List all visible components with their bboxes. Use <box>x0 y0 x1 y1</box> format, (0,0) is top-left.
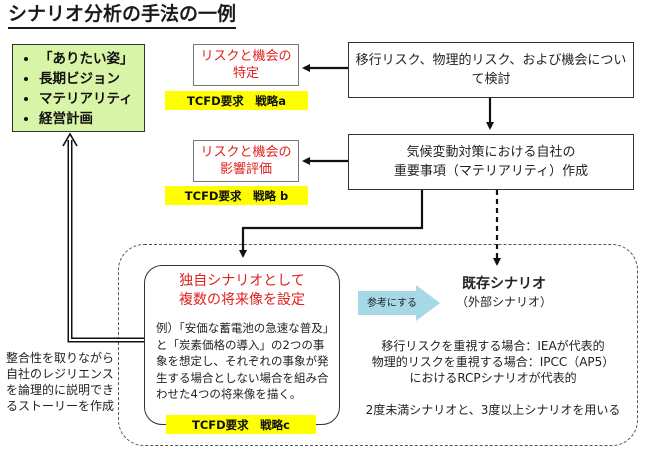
step1-tcfd-badge: TCFD要求 戦略a <box>165 91 308 110</box>
arrow-to-goals <box>62 132 78 147</box>
step1-label-box: リスクと機会の 特定 <box>193 44 299 86</box>
step2-tcfd-badge: TCFD要求 戦略 b <box>165 186 308 205</box>
scenario-area <box>118 244 638 446</box>
existing-scenario-subtitle: （外部シナリオ） <box>455 295 552 309</box>
goal-item: 経営計画 <box>39 109 138 129</box>
existing-scenario-title: 既存シナリオ <box>462 276 546 292</box>
step1-label-line: リスクと機会の <box>200 49 292 64</box>
step2-desc-line: 気候変動対策における自社の <box>406 145 576 160</box>
step1-desc-line: て検討 <box>471 72 511 87</box>
own-scenario-tcfd-badge: TCFD要求 戦略c <box>166 415 316 434</box>
own-scenario-title-line: 独自シナリオとして <box>179 273 305 289</box>
step2-desc-line: 重要事項（マテリアリティ）作成 <box>393 164 589 179</box>
page-title: シナリオ分析の手法の一例 <box>8 2 237 29</box>
existing-scenario-line: におけるRCPシナリオが代表的 <box>409 371 577 385</box>
step1-desc-line: 移行リスク、物理的リスク、および機会につい <box>355 53 627 68</box>
existing-scenario-line: 移行リスクを重視する場合：IEAが代表的 <box>381 339 605 353</box>
goals-box: 「ありたい姿」 長期ビジョン マテリアリティ 経営計画 <box>12 44 145 132</box>
existing-scenario-line: 物理的リスクを重視する場合：IPCC（AP5） <box>371 355 615 369</box>
goal-item: マテリアリティ <box>39 89 138 109</box>
goal-item: 「ありたい姿」 <box>39 49 138 69</box>
side-note: 整合性を取りながら自社のレジリエンスを論理的に説明できるストーリーを作成 <box>6 351 115 413</box>
reference-arrow-icon <box>358 285 440 321</box>
arrow-to-own-scenario <box>239 190 424 258</box>
step1-label-line: 特定 <box>232 66 259 81</box>
own-scenario-example: 例）「安価な蓄電池の急速な普及」と「炭素価格の導入」の2つの事象を想定し、それぞ… <box>156 321 329 401</box>
own-scenario-box <box>144 265 340 425</box>
step2-label-box: リスクと機会の 影響評価 <box>193 140 299 182</box>
step2-label-line: 影響評価 <box>219 162 272 177</box>
reference-label: 参考にする <box>366 298 418 309</box>
goal-item: 長期ビジョン <box>39 69 138 89</box>
step1-description-box: 移行リスク、物理的リスク、および機会につい て検討 <box>348 42 634 98</box>
own-scenario-title: 独自シナリオとして 複数の将来像を設定 <box>160 272 324 310</box>
step2-label-line: リスクと機会の <box>200 145 292 160</box>
own-scenario-title-line: 複数の将来像を設定 <box>179 292 305 308</box>
step2-description-box: 気候変動対策における自社の 重要事項（マテリアリティ）作成 <box>348 134 634 190</box>
existing-scenario-note: 2度未満シナリオと、3度以上シナリオを用いる <box>365 403 621 417</box>
existing-scenario-description: 移行リスクを重視する場合：IEAが代表的 物理的リスクを重視する場合：IPCC（… <box>352 338 634 386</box>
